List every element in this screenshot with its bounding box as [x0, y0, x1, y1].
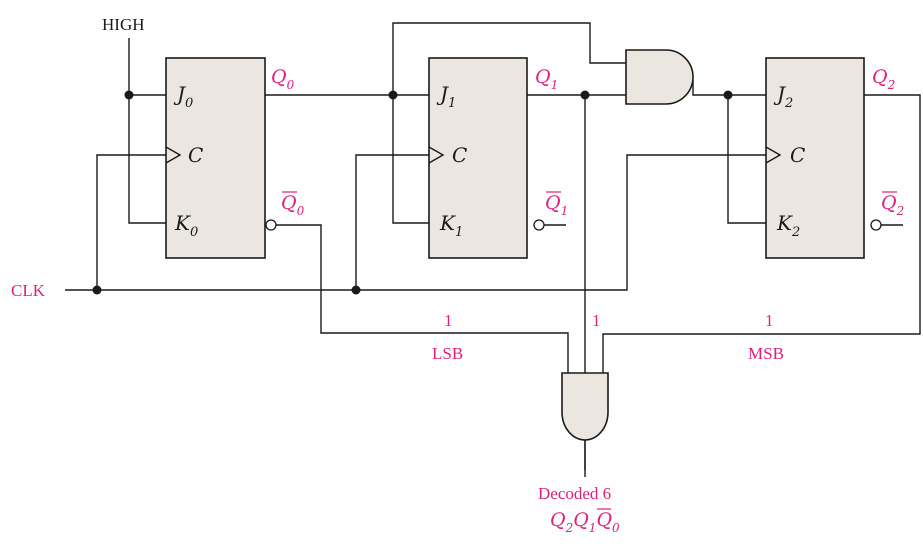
q2-bit-value: 1	[765, 311, 774, 330]
wire-clk-ff0	[96, 154, 166, 290]
wire-q0-to-k1	[392, 95, 429, 224]
j0-label: J0	[173, 82, 193, 111]
lsb-label: LSB	[432, 344, 463, 363]
wire-high	[128, 38, 166, 224]
wire-clk	[65, 154, 766, 291]
q2-label: Q2	[872, 66, 895, 92]
j1-label: J1	[436, 82, 456, 111]
wire-and-out	[692, 80, 766, 224]
wire-q0-to-and	[392, 22, 626, 95]
j2-label: J2	[773, 82, 793, 111]
high-label: HIGH	[102, 15, 145, 34]
wire-q0bar	[276, 224, 569, 373]
q0-bit-value: 1	[444, 311, 453, 330]
decoded-label: Decoded 6	[538, 484, 611, 503]
q0bar-label: Q0	[281, 192, 305, 218]
flip-flop-2: J2 C K2 Q2 Q2	[765, 57, 904, 259]
q1-label: Q1	[535, 66, 558, 92]
and-gate-decode	[561, 372, 609, 441]
q1bar-label: Q1	[545, 192, 568, 218]
and-gate-j2k2	[625, 49, 694, 105]
flip-flop-0: J0 C K0 Q0 Q0	[165, 57, 305, 259]
c0-label: C	[188, 143, 203, 167]
q0-label: Q0	[271, 66, 295, 92]
c2-label: C	[790, 143, 805, 167]
msb-label: MSB	[748, 344, 784, 363]
flip-flop-1: J1 C K1 Q1 Q1	[428, 57, 568, 259]
decoded-expression: Q2Q1Q0	[550, 509, 620, 535]
k1-label: K1	[439, 211, 463, 240]
wire-q2	[602, 94, 921, 373]
q2bar-label: Q2	[881, 192, 904, 218]
wire-clk-ff1	[355, 154, 429, 290]
clk-label: CLK	[11, 281, 46, 300]
junction-dots	[92, 90, 733, 295]
c1-label: C	[452, 143, 467, 167]
q1-bit-value: 1	[592, 311, 601, 330]
k0-label: K0	[174, 211, 198, 240]
k2-label: K2	[776, 211, 800, 240]
